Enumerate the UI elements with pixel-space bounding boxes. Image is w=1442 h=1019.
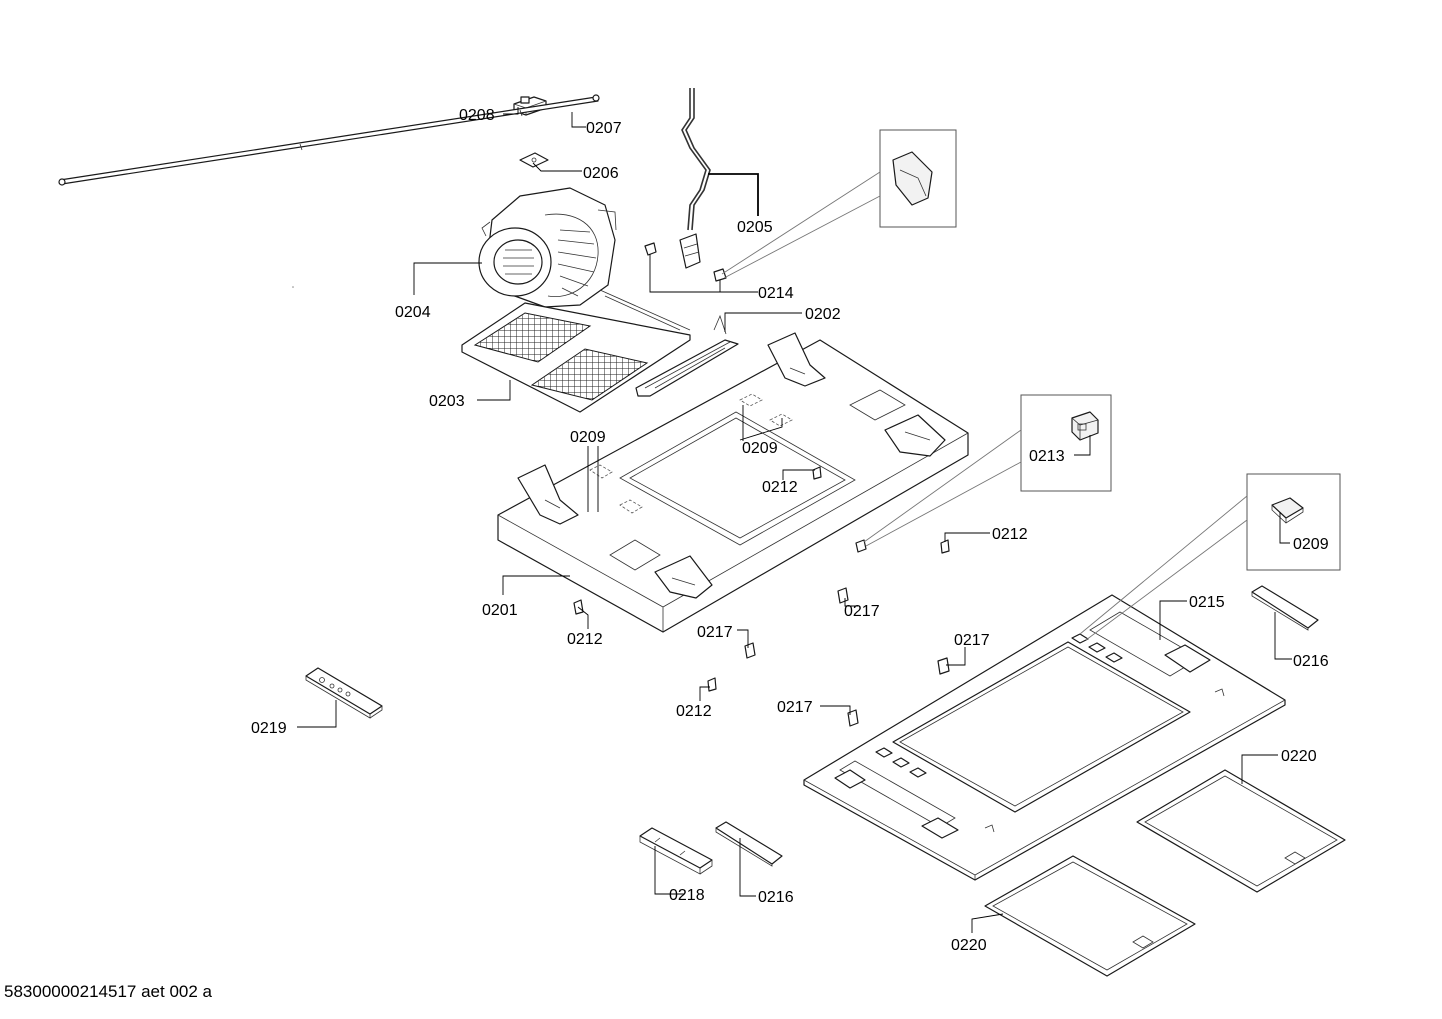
callout-0214: 0214 <box>758 285 794 302</box>
part-0202-strip <box>635 314 739 397</box>
leader-lines <box>297 107 1292 933</box>
part-0201-housing <box>497 332 969 633</box>
part-0205-cable <box>679 88 711 269</box>
callout-0204: 0204 <box>395 304 431 321</box>
callout-0219: 0219 <box>251 720 287 737</box>
callout-labels: 0208 0207 0206 0205 0204 0214 0202 0203 … <box>251 107 1329 954</box>
callout-0203: 0203 <box>429 393 465 410</box>
part-0216-strip-right <box>1251 585 1319 631</box>
callout-0212-c: 0212 <box>567 631 603 648</box>
part-0218-light-unit <box>639 827 713 875</box>
callout-0216-a: 0216 <box>1293 653 1329 670</box>
part-0203-mesh-filter <box>461 289 691 413</box>
callout-0208: 0208 <box>459 107 495 124</box>
callout-0212-d: 0212 <box>676 703 712 720</box>
detail-box-0213 <box>863 394 1112 547</box>
callout-0212-a: 0212 <box>762 479 798 496</box>
part-0215-bottom-frame <box>803 594 1286 881</box>
callout-0217-c: 0217 <box>954 632 990 649</box>
callout-0216-b: 0216 <box>758 889 794 906</box>
callout-0217-b: 0217 <box>697 624 733 641</box>
callout-0217-d: 0217 <box>777 699 813 716</box>
callout-0215: 0215 <box>1189 594 1225 611</box>
part-0217-clips <box>744 587 950 727</box>
part-0207-rod <box>58 94 600 186</box>
callout-0218: 0218 <box>669 887 705 904</box>
part-0213-grommet <box>855 539 867 553</box>
callout-0206: 0206 <box>583 165 619 182</box>
callout-0202: 0202 <box>805 306 841 323</box>
callout-0201: 0201 <box>482 602 518 619</box>
callout-0217-a: 0217 <box>844 603 880 620</box>
callout-0212-b: 0212 <box>992 526 1028 543</box>
callout-0209-a: 0209 <box>570 429 606 446</box>
detail-box-0205 <box>721 129 957 279</box>
part-0216-strip-lower <box>715 821 783 867</box>
part-0204-blower <box>478 187 617 308</box>
callout-0220-b: 0220 <box>951 937 987 954</box>
callout-0213: 0213 <box>1029 448 1065 465</box>
part-0219-control-panel <box>305 667 383 719</box>
callout-0207: 0207 <box>586 120 622 137</box>
callout-0220-a: 0220 <box>1281 748 1317 765</box>
part-0214-clip <box>644 242 727 282</box>
detail-box-0209 <box>1079 473 1341 641</box>
stray-mark <box>292 286 294 288</box>
part-0220-filter-lower <box>984 855 1196 977</box>
part-0206-plate <box>519 152 549 168</box>
callout-0209-b: 0209 <box>742 440 778 457</box>
part-0220-filter-upper <box>1136 769 1346 893</box>
document-id: 58300000214517 aet 002 a <box>4 982 212 1001</box>
callout-0205: 0205 <box>737 219 773 236</box>
callout-0209-c: 0209 <box>1293 536 1329 553</box>
